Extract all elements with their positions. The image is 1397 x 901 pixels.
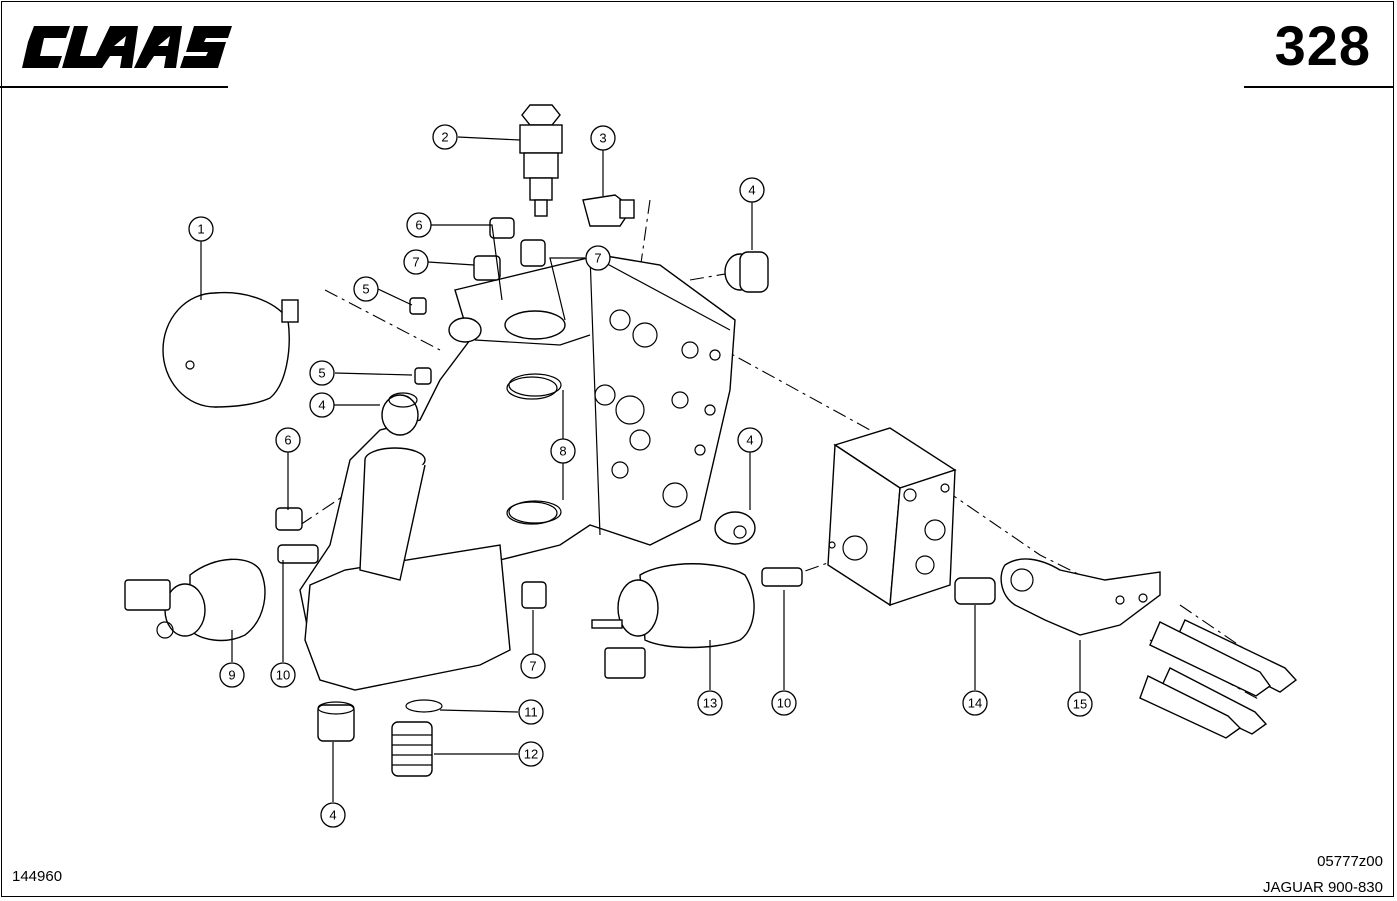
fitting-14 bbox=[954, 577, 996, 605]
callout-7-bottom: 7 bbox=[520, 653, 546, 679]
svg-text:11: 11 bbox=[524, 705, 538, 720]
spacer-block bbox=[827, 427, 957, 607]
callout-2: 2 bbox=[432, 124, 458, 150]
callout-15: 15 bbox=[1067, 691, 1093, 717]
svg-text:7: 7 bbox=[412, 255, 419, 270]
svg-text:4: 4 bbox=[318, 398, 325, 413]
o-ring-11 bbox=[405, 699, 443, 713]
callout-7-left: 7 bbox=[403, 249, 429, 275]
mounting-bolts bbox=[1139, 619, 1298, 739]
callout-5-mid: 5 bbox=[309, 360, 335, 386]
svg-text:5: 5 bbox=[318, 366, 325, 381]
svg-text:12: 12 bbox=[524, 747, 538, 762]
callout-4-top: 4 bbox=[739, 177, 765, 203]
svg-text:5: 5 bbox=[362, 282, 369, 297]
plug-4-right bbox=[714, 511, 756, 545]
drawing-code: 05777z00 bbox=[1317, 853, 1383, 870]
svg-text:13: 13 bbox=[703, 696, 717, 711]
svg-text:7: 7 bbox=[529, 659, 536, 674]
leader-lines bbox=[200, 136, 1081, 802]
cartridge-valve-10-right bbox=[761, 567, 803, 587]
plug-7 bbox=[473, 239, 547, 609]
page-number: 328 bbox=[1274, 14, 1371, 77]
svg-text:6: 6 bbox=[284, 433, 291, 448]
model-name: JAGUAR 900-830 bbox=[1262, 879, 1383, 896]
claas-logo bbox=[22, 26, 232, 68]
svg-text:15: 15 bbox=[1073, 697, 1087, 712]
svg-text:1: 1 bbox=[197, 222, 204, 237]
callout-5-top: 5 bbox=[353, 276, 379, 302]
callout-10-right: 10 bbox=[771, 690, 797, 716]
svg-text:8: 8 bbox=[559, 444, 566, 459]
svg-text:3: 3 bbox=[599, 131, 606, 146]
drawing-info: 05777z00 JAGUAR 900-830 bbox=[1263, 849, 1383, 901]
header-rule-left bbox=[0, 86, 228, 88]
callout-1: 1 bbox=[188, 216, 214, 242]
svg-text:10: 10 bbox=[777, 696, 791, 711]
mounting-bracket bbox=[1000, 558, 1161, 636]
svg-text:14: 14 bbox=[968, 696, 982, 711]
svg-text:7: 7 bbox=[594, 251, 601, 266]
callout-8: 8 bbox=[550, 438, 576, 464]
valve-block-housing bbox=[299, 254, 736, 691]
callout-9: 9 bbox=[219, 662, 245, 688]
plug-6 bbox=[275, 217, 515, 531]
callout-11: 11 bbox=[518, 699, 544, 725]
plug-4-top-right bbox=[724, 251, 769, 293]
callout-13: 13 bbox=[697, 690, 723, 716]
callout-4-left: 4 bbox=[309, 392, 335, 418]
callout-10-left: 10 bbox=[270, 662, 296, 688]
svg-text:4: 4 bbox=[329, 808, 336, 823]
callout-4-right: 4 bbox=[737, 427, 763, 453]
solenoid-coil-13 bbox=[591, 563, 755, 679]
plug-4-bottom bbox=[317, 701, 355, 742]
svg-text:4: 4 bbox=[746, 433, 753, 448]
svg-text:6: 6 bbox=[415, 218, 422, 233]
plug-5 bbox=[409, 297, 432, 385]
callout-4-bottom: 4 bbox=[320, 802, 346, 828]
pressure-switch bbox=[519, 104, 563, 217]
svg-text:2: 2 bbox=[441, 130, 448, 145]
solenoid-coil-9 bbox=[124, 558, 266, 642]
document-number: 144960 bbox=[12, 868, 63, 885]
callout-7-right: 7 bbox=[585, 245, 611, 271]
accumulator bbox=[162, 291, 299, 408]
callout-3: 3 bbox=[590, 125, 616, 151]
callout-6-left: 6 bbox=[275, 427, 301, 453]
filter-12 bbox=[391, 721, 433, 777]
svg-text:9: 9 bbox=[228, 668, 235, 683]
header-rule-right bbox=[1244, 86, 1394, 88]
o-rings-8 bbox=[506, 376, 558, 525]
svg-text:10: 10 bbox=[276, 668, 290, 683]
cartridge-valve-10-left bbox=[277, 544, 319, 564]
elbow-connector bbox=[582, 194, 635, 227]
plug-4-left bbox=[381, 392, 419, 436]
callout-12: 12 bbox=[518, 741, 544, 767]
callout-6-top: 6 bbox=[406, 212, 432, 238]
svg-text:4: 4 bbox=[748, 183, 755, 198]
callout-14: 14 bbox=[962, 690, 988, 716]
